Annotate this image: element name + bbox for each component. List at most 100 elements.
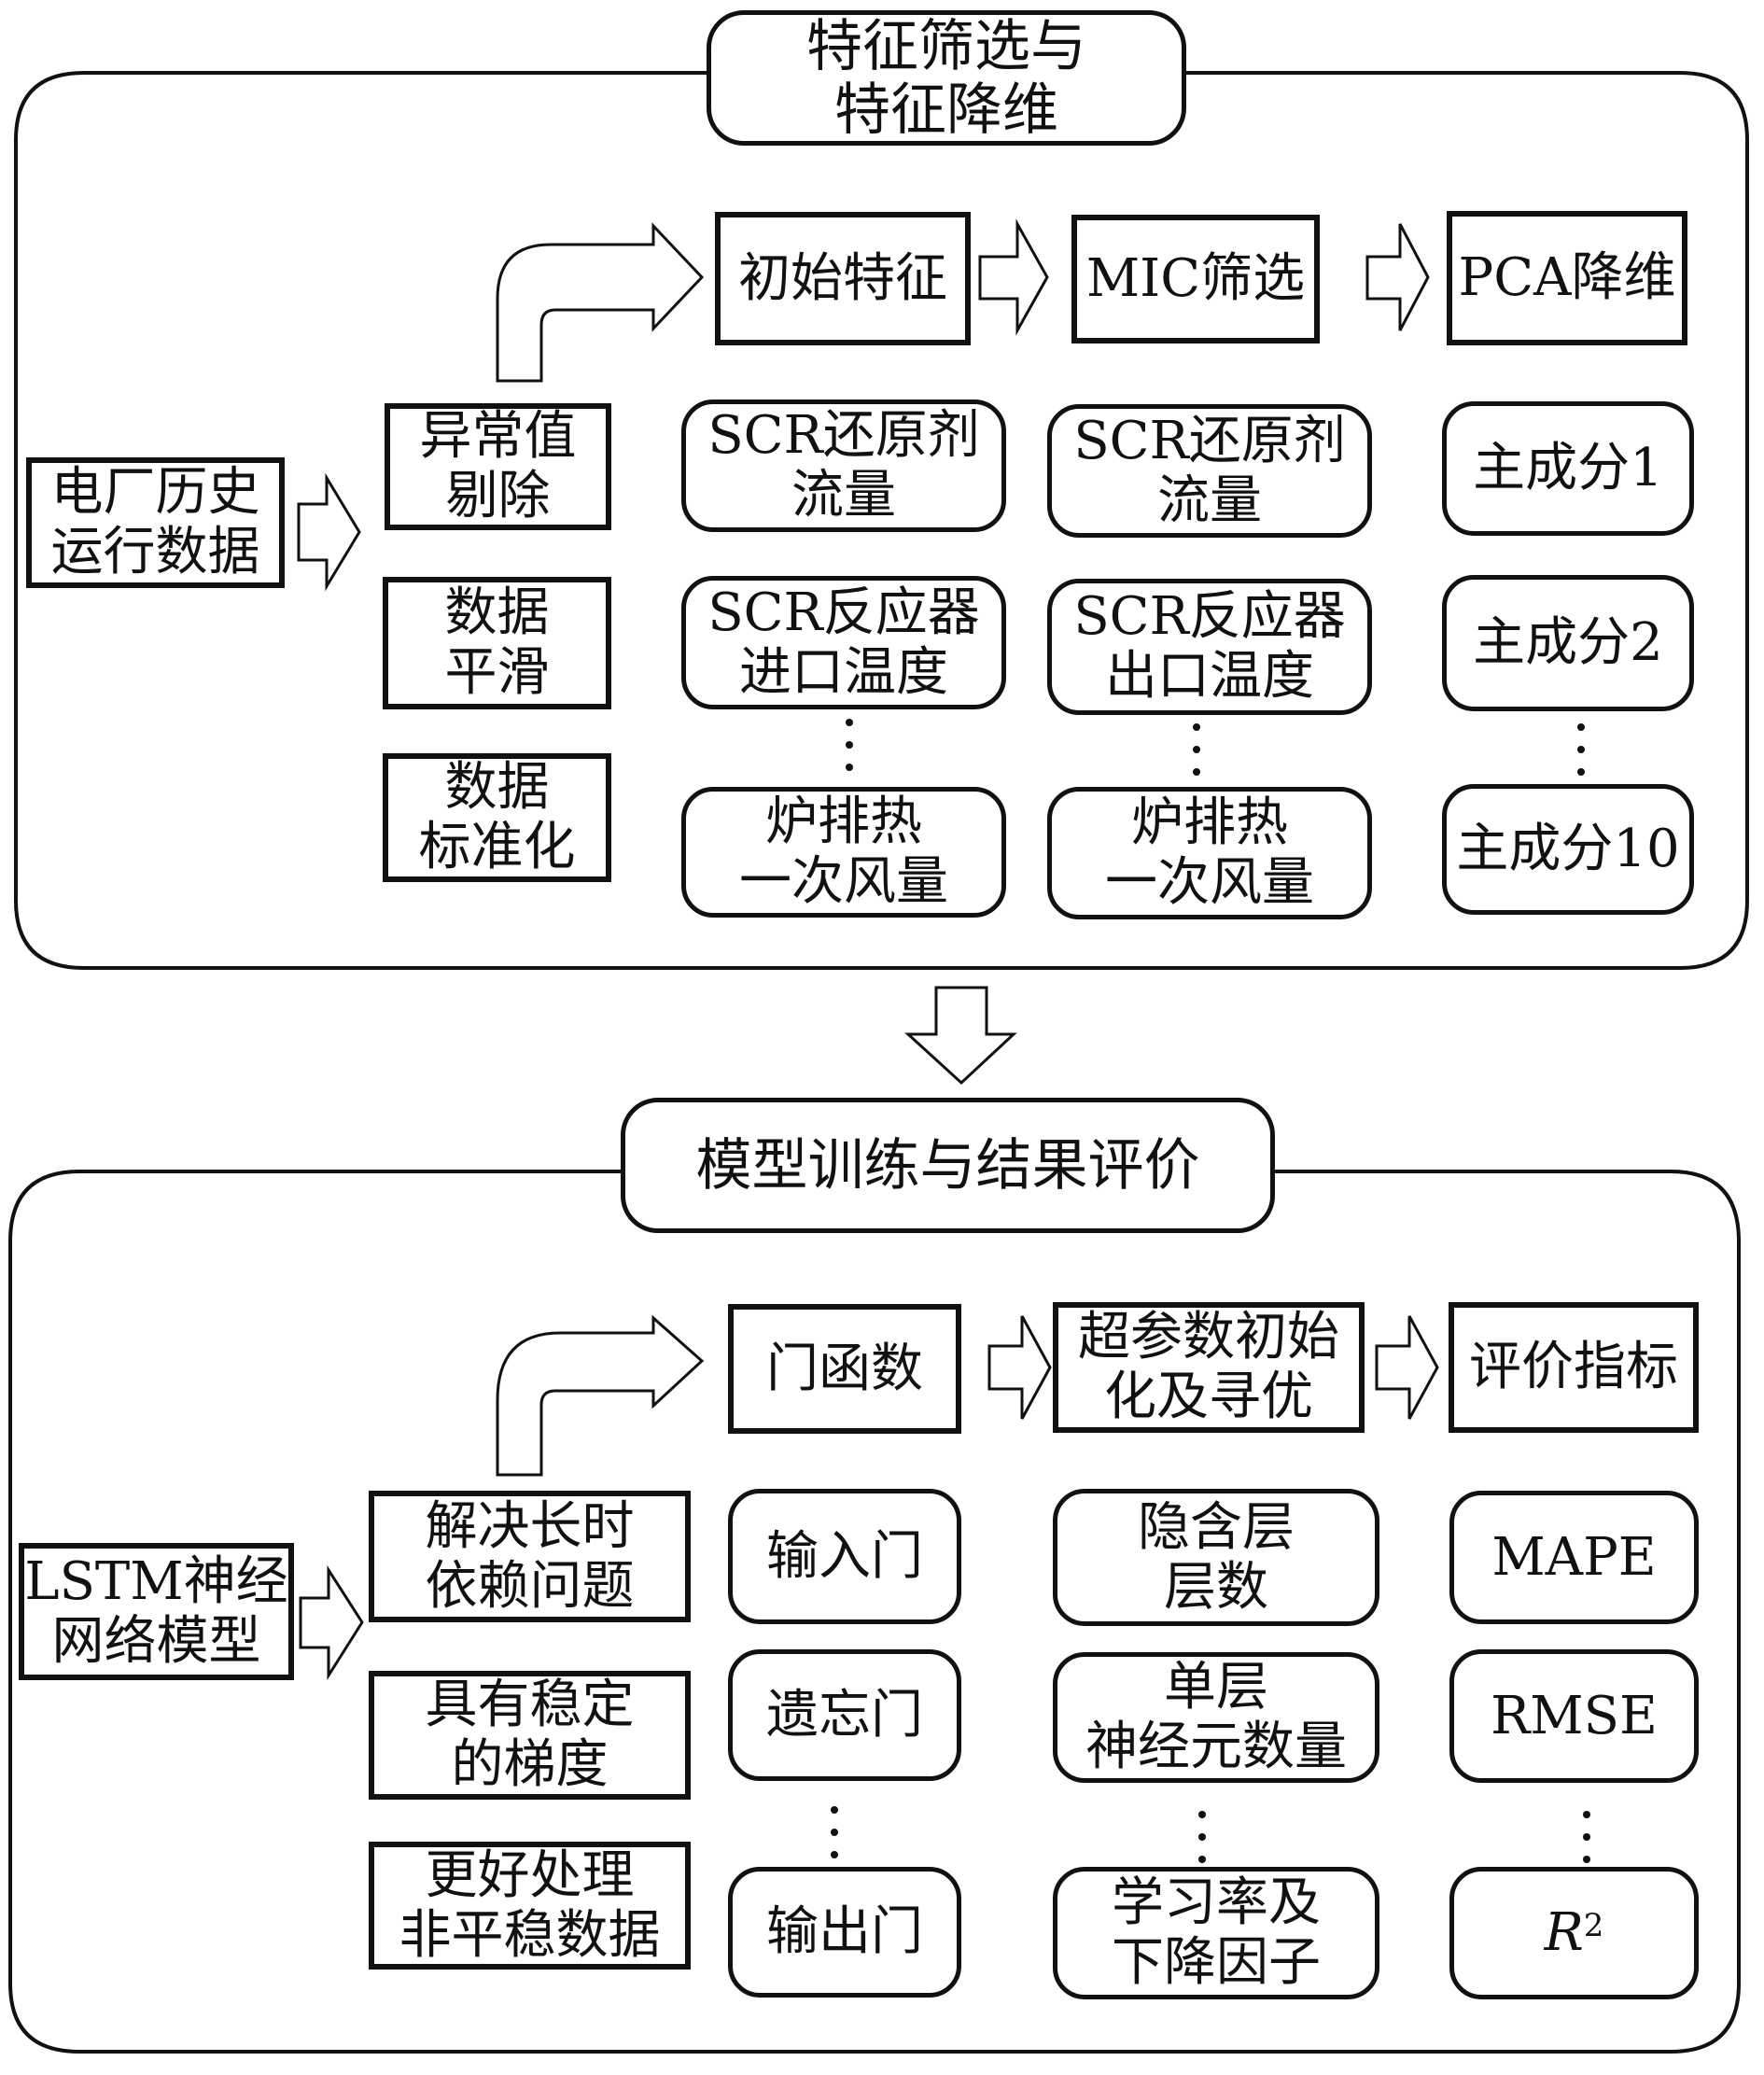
data-source-box: 电厂历史 运行数据 <box>26 457 285 588</box>
item-line1: 炉排热 <box>765 792 922 852</box>
metric-item: RMSE <box>1449 1649 1699 1783</box>
stage1-title-line1: 特征筛选与 <box>806 13 1086 79</box>
data-source-line2: 运行数据 <box>50 522 260 582</box>
item-line1: SCR反应器 <box>707 582 980 643</box>
metric-item-r2: R2 <box>1449 1867 1699 1999</box>
mic-feature-item: SCR反应器 出口温度 <box>1047 579 1372 715</box>
item-line1: SCR还原剂 <box>707 405 980 466</box>
item-line1: SCR反应器 <box>1073 586 1346 647</box>
item-line2: 神经元数量 <box>1085 1717 1347 1777</box>
mic-screening-header: MIC筛选 <box>1071 215 1320 343</box>
ellipsis-vertical <box>1198 1811 1206 1863</box>
hyperparameter-item: 单层 神经元数量 <box>1053 1652 1379 1783</box>
stage2-title-label: 模型训练与结果评价 <box>695 1132 1200 1199</box>
item-line2: 流量 <box>1157 470 1262 531</box>
item-line2: 层数 <box>1164 1556 1268 1618</box>
item-label: RMSE <box>1491 1685 1658 1746</box>
ellipsis-vertical <box>831 1806 838 1858</box>
item-line2: 出口温度 <box>1105 646 1314 707</box>
header-line1: 超参数初始 <box>1078 1307 1339 1367</box>
advantage-item: 更好处理 非平稳数据 <box>369 1842 691 1970</box>
bent-arrow-icon <box>496 222 705 383</box>
header-label: 初始特征 <box>738 247 947 309</box>
lstm-line2: 网络模型 <box>51 1610 261 1672</box>
down-arrow-icon <box>904 986 1017 1086</box>
item-line1: 单层 <box>1164 1657 1268 1717</box>
pca-component-item: 主成分2 <box>1442 575 1694 711</box>
item-line2: 进口温度 <box>739 641 948 703</box>
advantage-item: 具有稳定 的梯度 <box>369 1671 691 1800</box>
item-line1: 学习率及 <box>1112 1872 1321 1933</box>
stage1-title: 特征筛选与 特征降维 <box>707 10 1186 146</box>
item-line1: 炉排热 <box>1131 792 1288 853</box>
evaluation-metrics-header: 评价指标 <box>1449 1302 1699 1433</box>
item-line1: 解决长时 <box>425 1495 635 1557</box>
mic-feature-item: 炉排热 一次风量 <box>1047 787 1372 919</box>
header-line2: 化及寻优 <box>1104 1367 1313 1427</box>
item-line2: 依赖问题 <box>425 1555 635 1617</box>
preprocess-line2: 标准化 <box>418 817 576 877</box>
mic-feature-item: SCR还原剂 流量 <box>1047 404 1372 538</box>
item-line2: 非平稳数据 <box>399 1904 661 1966</box>
stage1-title-line2: 特征降维 <box>834 77 1058 143</box>
header-label: PCA降维 <box>1458 247 1676 308</box>
preprocess-line2: 平滑 <box>444 642 550 703</box>
item-line1: 隐含层 <box>1138 1496 1295 1558</box>
gate-function-header: 门函数 <box>728 1304 961 1434</box>
stage2-frame <box>8 1170 1741 2054</box>
item-label: 主成分2 <box>1473 612 1663 673</box>
item-label: 输出门 <box>766 1901 923 1962</box>
gate-item: 输入门 <box>728 1489 961 1624</box>
initial-feature-item: SCR还原剂 流量 <box>681 400 1006 532</box>
preprocess-line1: 异常值 <box>419 406 577 467</box>
pca-component-item: 主成分10 <box>1442 784 1694 915</box>
header-label: MIC筛选 <box>1085 248 1306 309</box>
preprocess-line1: 数据 <box>444 582 550 643</box>
gate-item: 遗忘门 <box>728 1649 961 1781</box>
item-line2: 流量 <box>791 465 896 526</box>
lstm-line1: LSTM神经 <box>24 1550 288 1612</box>
r2-superscript: 2 <box>1583 1907 1604 1944</box>
stage2-title: 模型训练与结果评价 <box>621 1098 1275 1233</box>
hyperparameter-item: 隐含层 层数 <box>1053 1489 1379 1626</box>
data-source-line1: 电厂历史 <box>50 462 260 523</box>
preprocess-smoothing-box: 数据 平滑 <box>383 577 611 709</box>
ellipsis-vertical <box>1193 723 1200 776</box>
item-line1: 更好处理 <box>425 1844 635 1906</box>
initial-feature-item: SCR反应器 进口温度 <box>681 576 1006 709</box>
advantage-item: 解决长时 依赖问题 <box>369 1491 691 1622</box>
right-arrow-icon <box>978 218 1049 336</box>
item-label: 主成分1 <box>1473 438 1663 498</box>
item-label: 主成分10 <box>1456 819 1680 879</box>
preprocess-line2: 剔除 <box>445 466 551 526</box>
header-label: 评价指标 <box>1469 1337 1678 1397</box>
item-line2: 下降因子 <box>1112 1932 1321 1993</box>
item-line1: 具有稳定 <box>425 1675 635 1735</box>
ellipsis-vertical <box>846 719 853 771</box>
pca-reduction-header: PCA降维 <box>1447 211 1687 345</box>
r2-base: R <box>1544 1902 1584 1963</box>
lstm-model-box: LSTM神经 网络模型 <box>19 1543 294 1680</box>
item-label: MAPE <box>1491 1526 1657 1588</box>
gate-item: 输出门 <box>728 1867 961 1998</box>
initial-feature-item: 炉排热 一次风量 <box>681 787 1006 918</box>
stage1-frame <box>14 71 1749 970</box>
item-line2: 的梯度 <box>451 1734 609 1795</box>
right-arrow-icon <box>297 472 361 592</box>
item-label: 遗忘门 <box>766 1684 923 1746</box>
pca-component-item: 主成分1 <box>1442 401 1694 536</box>
header-label: 门函数 <box>766 1338 923 1399</box>
right-arrow-icon <box>1365 223 1430 331</box>
r2-label: R2 <box>1545 1903 1604 1963</box>
bent-arrow-icon <box>496 1314 705 1477</box>
preprocess-outlier-box: 异常值 剔除 <box>385 403 611 530</box>
right-arrow-icon <box>299 1564 364 1681</box>
initial-features-header: 初始特征 <box>715 212 971 345</box>
metric-item: MAPE <box>1449 1491 1699 1624</box>
item-line1: SCR还原剂 <box>1073 410 1346 471</box>
hyperparameter-header: 超参数初始 化及寻优 <box>1053 1302 1365 1433</box>
item-line2: 一次风量 <box>1105 852 1314 913</box>
item-label: 输入门 <box>766 1525 923 1587</box>
hyperparameter-item: 学习率及 下降因子 <box>1053 1867 1379 1999</box>
